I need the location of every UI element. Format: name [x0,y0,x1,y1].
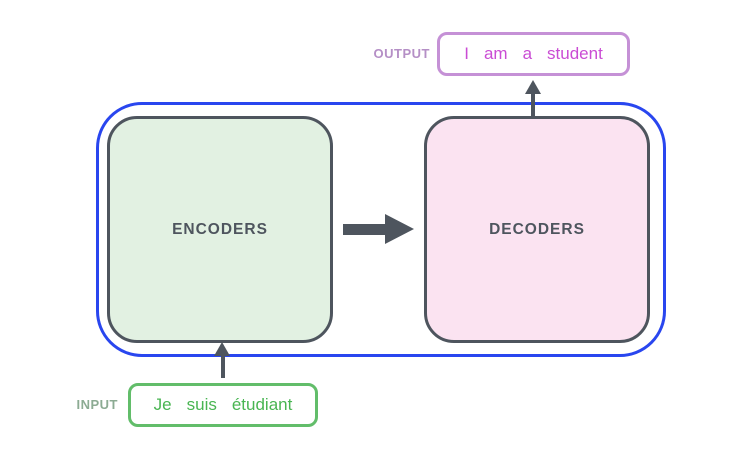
model-outer-container [96,102,666,357]
input-label: INPUT [76,397,118,412]
arrow-shaft [531,93,535,117]
input-token: étudiant [231,395,293,414]
input-token: suis [186,395,217,414]
output-label: OUTPUT [373,46,430,61]
encoders-label: ENCODERS [172,220,268,238]
arrow-head [214,342,230,356]
output-token: I [464,44,469,63]
arrow-head [385,214,414,244]
output-token: am [483,44,508,63]
output-token-box: I am a student [437,32,630,76]
input-token-box: Je suis étudiant [128,383,318,427]
output-token: a [522,44,533,63]
output-token: student [547,44,603,63]
arrow-shaft [343,224,387,235]
arrow-head [525,80,541,94]
input-token: Je [153,395,172,414]
arrow-shaft [221,354,225,378]
decoders-box: DECODERS [424,116,650,343]
decoders-label: DECODERS [489,220,585,238]
encoders-box: ENCODERS [107,116,333,343]
